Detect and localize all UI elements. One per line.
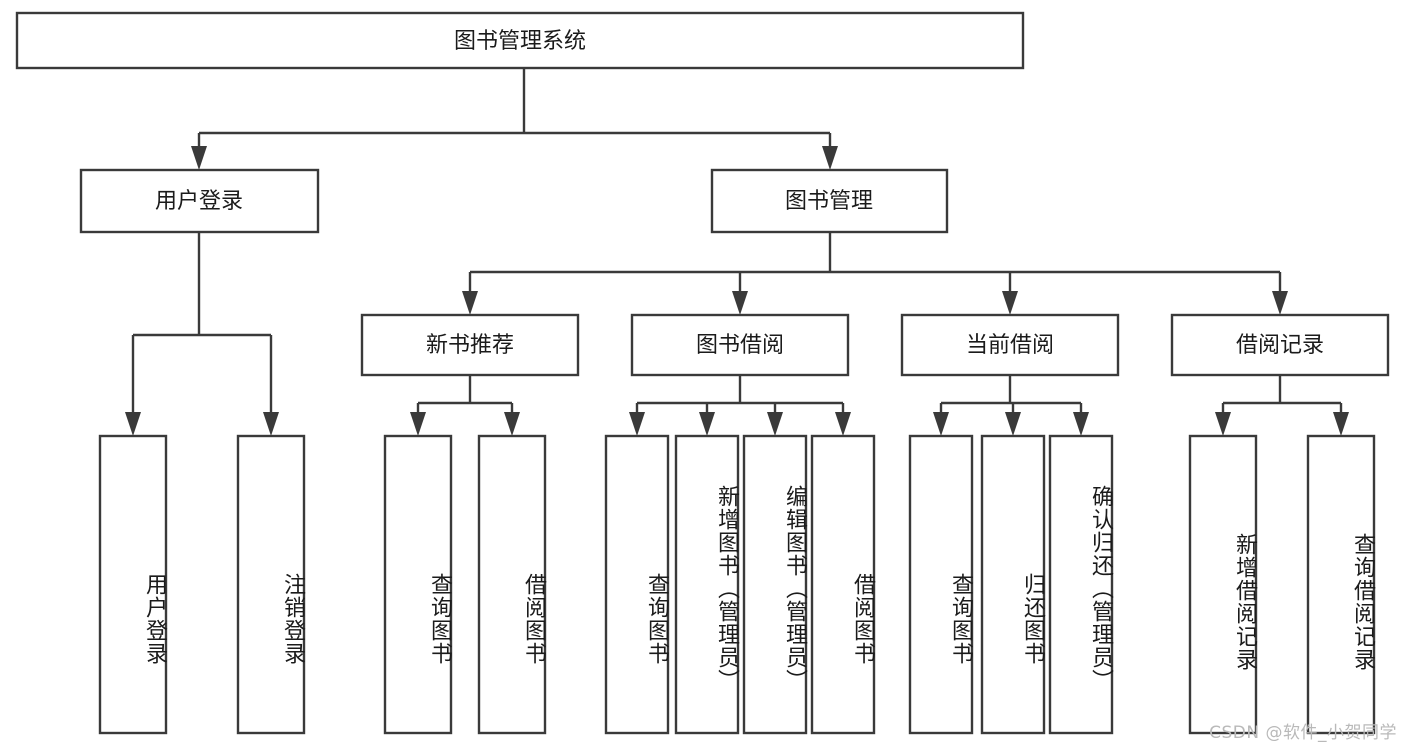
node-user-login-label: 用户登录 — [155, 189, 243, 214]
node-leaf-logout-rect[interactable] — [236, 434, 306, 735]
node-root[interactable]: 图书管理系统 — [15, 11, 1025, 70]
node-leaf-return-book-rect[interactable] — [980, 434, 1046, 735]
node-book-manage-rect[interactable] — [710, 168, 949, 234]
arrow-head-new-book-recommend — [462, 291, 478, 315]
node-current-borrow-label: 当前借阅 — [966, 333, 1054, 358]
node-leaf-query-book-borrow-rect[interactable] — [604, 434, 670, 735]
arrow-head-book-borrow — [732, 291, 748, 315]
node-leaf-add-record-rect[interactable] — [1188, 434, 1258, 735]
node-leaf-borrow-book-rect[interactable] — [810, 434, 876, 735]
arrow-head-leaf-edit-book — [767, 412, 783, 436]
node-leaf-borrow-book-rec-rect[interactable] — [477, 434, 547, 735]
arrow-head-leaf-add-book — [699, 412, 715, 436]
node-root-rect[interactable] — [15, 11, 1025, 70]
node-current-borrow-rect[interactable] — [900, 313, 1120, 377]
node-leaf-query-record-rect[interactable] — [1306, 434, 1376, 735]
arrow-head-leaf-return-book — [1005, 412, 1021, 436]
node-borrow-record-rect[interactable] — [1170, 313, 1390, 377]
node-book-manage-label: 图书管理 — [785, 189, 873, 214]
arrow-head-leaf-borrow-book-rec — [504, 412, 520, 436]
arrow-head-leaf-query-record — [1333, 412, 1349, 436]
node-user-login-rect[interactable] — [79, 168, 320, 234]
arrow-head-leaf-query-book-rec — [410, 412, 426, 436]
arrow-head-leaf-borrow-book — [835, 412, 851, 436]
node-borrow-record-label: 借阅记录 — [1236, 333, 1324, 358]
arrow-head-leaf-add-record — [1215, 412, 1231, 436]
leaf-rect-group — [98, 434, 1376, 735]
node-book-borrow[interactable]: 图书借阅 — [630, 313, 850, 377]
csdn-watermark: CSDN @软件_小贺同学 — [1209, 723, 1397, 743]
node-book-borrow-rect[interactable] — [630, 313, 850, 377]
node-root-label: 图书管理系统 — [454, 29, 586, 54]
node-borrow-record[interactable]: 借阅记录 — [1170, 313, 1390, 377]
arrow-head-leaf-confirm-return — [1073, 412, 1089, 436]
node-book-manage[interactable]: 图书管理 — [710, 168, 949, 234]
arrow-head-leaf-logout — [263, 412, 279, 436]
node-leaf-add-book-rect[interactable] — [674, 434, 740, 735]
node-leaf-edit-book-rect[interactable] — [742, 434, 808, 735]
arrow-head-borrow-record — [1272, 291, 1288, 315]
node-new-book-recommend-rect[interactable] — [360, 313, 580, 377]
node-leaf-query-book-current-rect[interactable] — [908, 434, 974, 735]
arrow-head-book-manage — [822, 146, 838, 170]
arrow-head-current-borrow — [1002, 291, 1018, 315]
node-new-book-recommend-label: 新书推荐 — [426, 333, 514, 358]
node-book-borrow-label: 图书借阅 — [696, 333, 784, 358]
arrow-head-leaf-user-login — [125, 412, 141, 436]
arrow-head-leaf-query-book-borrow — [629, 412, 645, 436]
node-leaf-user-login-rect[interactable] — [98, 434, 168, 735]
arrow-head-user-login — [191, 146, 207, 170]
connector-group — [125, 68, 1349, 436]
node-user-login[interactable]: 用户登录 — [79, 168, 320, 234]
node-current-borrow[interactable]: 当前借阅 — [900, 313, 1120, 377]
node-leaf-query-book-rec-rect[interactable] — [383, 434, 453, 735]
node-new-book-recommend[interactable]: 新书推荐 — [360, 313, 580, 377]
node-leaf-confirm-return-rect[interactable] — [1048, 434, 1114, 735]
arrow-head-leaf-query-book-current — [933, 412, 949, 436]
